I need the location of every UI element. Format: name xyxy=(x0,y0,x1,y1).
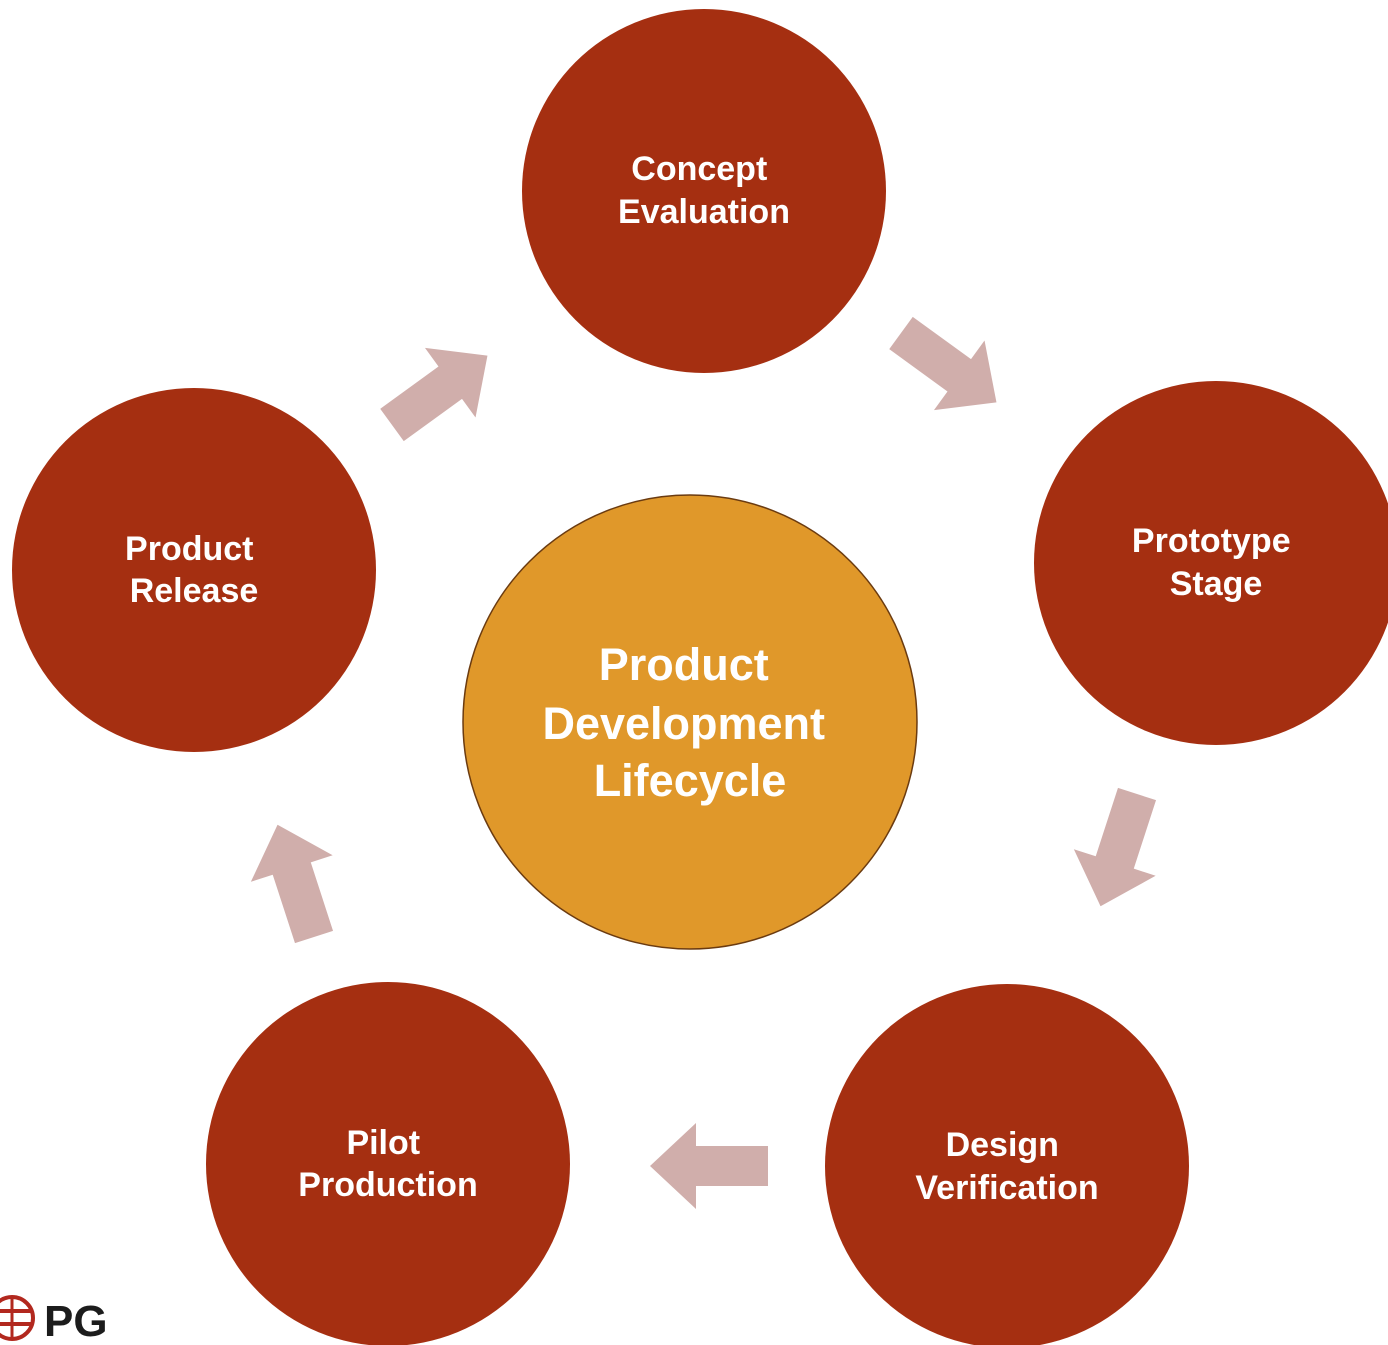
stage-concept-evaluation: Concept Evaluation xyxy=(522,9,886,373)
center-line-1: Product xyxy=(599,639,769,690)
svg-text:Product Release: Product Release xyxy=(125,530,263,610)
svg-text:Prototype Stage: Prototype Stage xyxy=(1132,522,1300,603)
stage-pilot-production: Pilot Production xyxy=(206,982,570,1345)
arrow-design-to-pilot xyxy=(650,1123,768,1209)
stage-label-line-1: Design xyxy=(946,1126,1059,1164)
svg-text:Design Verification: Design Verification xyxy=(915,1126,1098,1207)
globe-icon xyxy=(0,1295,35,1341)
stage-label-line-2: Release xyxy=(130,572,259,610)
stage-label-line-2: Stage xyxy=(1170,565,1263,603)
stage-circle xyxy=(522,9,886,373)
logo: PG xyxy=(0,1295,108,1345)
stage-label-line-2: Verification xyxy=(915,1169,1098,1207)
stage-circle xyxy=(825,984,1189,1345)
stage-prototype-stage: Prototype Stage xyxy=(1034,381,1388,745)
center-line-2: Development xyxy=(542,698,825,749)
stage-label-line-1: Pilot xyxy=(346,1124,420,1162)
arrows xyxy=(250,316,1157,1209)
stage-product-release: Product Release xyxy=(12,388,376,752)
svg-text:Pilot Production: Pilot Production xyxy=(298,1124,477,1204)
arrow-pilot-to-release xyxy=(250,824,334,944)
stage-label-line-1: Prototype xyxy=(1132,522,1291,560)
logo-text: PG xyxy=(44,1297,108,1345)
stage-circle xyxy=(12,388,376,752)
arrow-prototype-to-design xyxy=(1073,787,1157,907)
center-circle xyxy=(462,494,918,950)
svg-text:Product Development: Product Development Lifecycle xyxy=(542,639,837,806)
center-line-3: Lifecycle xyxy=(594,755,787,806)
stage-label-line-2: Production xyxy=(298,1166,477,1204)
center-node: Product Development Lifecycle xyxy=(462,494,918,950)
stage-label-line-1: Concept xyxy=(631,150,767,188)
stage-circle xyxy=(206,982,570,1345)
arrow-concept-to-prototype xyxy=(889,316,997,411)
arrow-release-to-concept xyxy=(380,347,488,442)
svg-text:Concept Evaluation: Concept Evaluation xyxy=(618,150,790,231)
stage-circle xyxy=(1034,381,1388,745)
stage-label-line-1: Product xyxy=(125,530,253,568)
stage-design-verification: Design Verification xyxy=(825,984,1189,1345)
stage-label-line-2: Evaluation xyxy=(618,193,790,231)
